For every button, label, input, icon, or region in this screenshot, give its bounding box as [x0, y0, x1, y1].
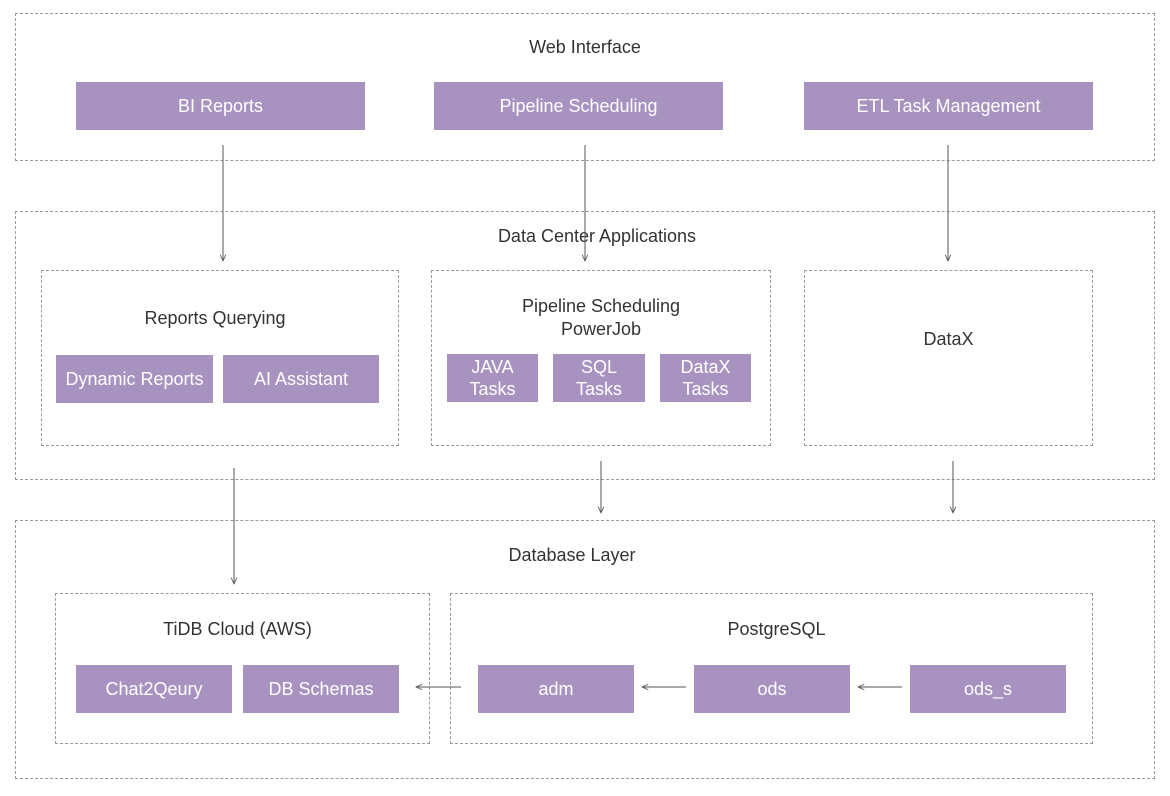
ods-box[interactable]: ods: [694, 665, 850, 713]
pipeline-scheduling-group: [431, 270, 771, 446]
adm-box[interactable]: adm: [478, 665, 634, 713]
java-tasks-box[interactable]: JAVA Tasks: [447, 354, 538, 402]
tidb-cloud-title: TiDB Cloud (AWS): [163, 619, 312, 639]
bi-reports-box[interactable]: BI Reports: [76, 82, 365, 130]
dynamic-reports-box[interactable]: Dynamic Reports: [56, 355, 213, 403]
chat2query-box[interactable]: Chat2Qeury: [76, 665, 232, 713]
datax-tasks-box[interactable]: DataX Tasks: [660, 354, 751, 402]
postgresql-title: PostgreSQL: [727, 619, 826, 639]
pipeline-scheduling-box[interactable]: Pipeline Scheduling: [434, 82, 723, 130]
postgresql-group: [450, 593, 1093, 744]
reports-querying-group: [41, 270, 399, 446]
ai-assistant-box[interactable]: AI Assistant: [223, 355, 379, 403]
datax-title: DataX: [923, 329, 974, 349]
etl-task-management-box[interactable]: ETL Task Management: [804, 82, 1093, 130]
pipeline-scheduling-title: Pipeline Scheduling PowerJob: [521, 296, 681, 339]
reports-querying-title: Reports Querying: [144, 308, 286, 328]
datax-group: [804, 270, 1093, 446]
ods-s-box[interactable]: ods_s: [910, 665, 1066, 713]
sql-tasks-box[interactable]: SQL Tasks: [553, 354, 645, 402]
web-interface-title: Web Interface: [529, 37, 641, 57]
data-center-applications-title: Data Center Applications: [497, 226, 697, 246]
database-layer: [15, 520, 1155, 779]
tidb-cloud-group: [55, 593, 430, 744]
database-layer-title: Database Layer: [508, 545, 636, 565]
db-schemas-box[interactable]: DB Schemas: [243, 665, 399, 713]
